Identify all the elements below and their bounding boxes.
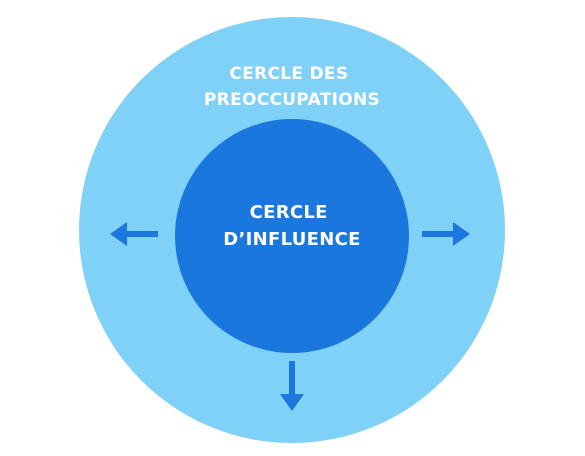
inner-label-line-2: D’INFLUENCE (223, 229, 360, 250)
outer-label-line-1: CERCLE DES (229, 64, 348, 84)
right-arrow-icon (422, 222, 470, 246)
inner-circle-label: CERCLE D’INFLUENCE (223, 202, 360, 250)
down-arrow-icon (280, 361, 304, 411)
outer-circle-label: CERCLE DES PREOCCUPATIONS (204, 64, 380, 110)
left-arrow-icon (110, 222, 158, 246)
inner-label-line-1: CERCLE (250, 202, 328, 223)
inner-circle-of-influence (175, 119, 409, 353)
outer-label-line-2: PREOCCUPATIONS (204, 90, 380, 110)
